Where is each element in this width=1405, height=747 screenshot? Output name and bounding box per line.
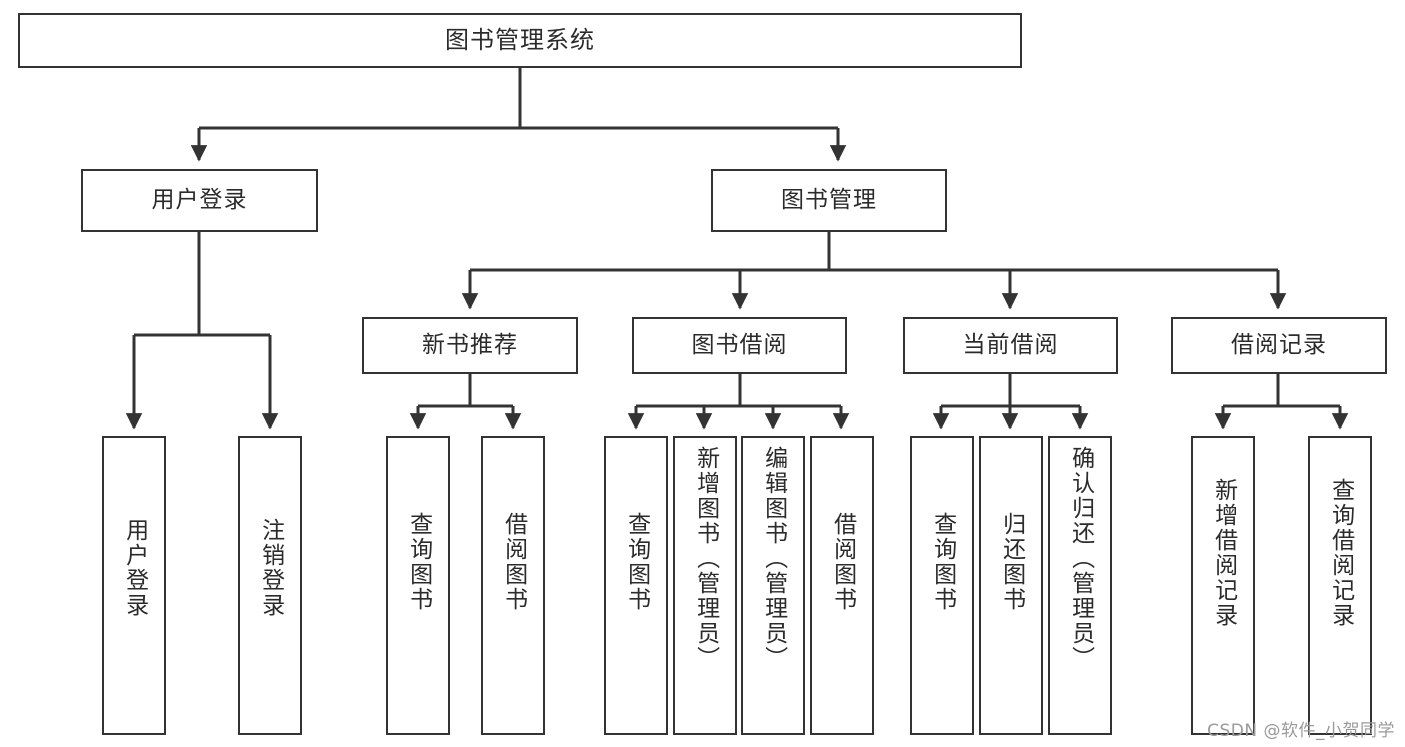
node-label: 图书管理 [781,186,877,213]
leaf-label: 新增借阅记录 [1210,478,1237,628]
leaf-logout[interactable]: 注销登录 [238,436,302,735]
leaf-label: 归还图书 [998,512,1025,612]
node-label: 新书推荐 [422,331,518,358]
node-book-management[interactable]: 图书管理 [711,169,947,232]
leaf-label: 确认归还（管理员） [1067,446,1094,671]
leaf-add-book-admin[interactable]: 新增图书（管理员） [673,436,737,735]
leaf-edit-book-admin[interactable]: 编辑图书（管理员） [741,436,805,735]
leaf-borrow-book[interactable]: 借阅图书 [810,436,874,735]
node-borrow-record[interactable]: 借阅记录 [1171,317,1387,374]
node-current-borrow[interactable]: 当前借阅 [903,317,1118,374]
leaf-query-borrow-record[interactable]: 查询借阅记录 [1308,436,1372,735]
node-book-borrow[interactable]: 图书借阅 [632,317,847,374]
node-new-book-recommend[interactable]: 新书推荐 [362,317,578,374]
leaf-label: 用户登录 [121,518,148,618]
leaf-label: 借阅图书 [500,512,527,612]
node-root-system[interactable]: 图书管理系统 [18,13,1022,68]
leaf-return-book[interactable]: 归还图书 [979,436,1043,735]
leaf-label: 查询借阅记录 [1327,478,1354,628]
node-label: 当前借阅 [962,331,1059,358]
leaf-label: 查询图书 [929,512,956,612]
watermark-text: CSDN @软件_小贺同学 [1207,721,1395,741]
leaf-confirm-return-admin[interactable]: 确认归还（管理员） [1048,436,1112,735]
leaf-label: 注销登录 [257,518,284,618]
node-label: 用户登录 [151,186,248,213]
node-label: 借阅记录 [1231,331,1327,358]
node-user-login[interactable]: 用户登录 [81,169,318,232]
leaf-query-book-borrow[interactable]: 查询图书 [604,436,668,735]
leaf-label: 借阅图书 [829,512,856,612]
leaf-user-login[interactable]: 用户登录 [102,436,166,735]
leaf-query-book-current[interactable]: 查询图书 [910,436,974,735]
leaf-borrow-book-recommend[interactable]: 借阅图书 [481,436,545,735]
leaf-label: 查询图书 [405,512,432,612]
leaf-label: 编辑图书（管理员） [760,446,787,671]
leaf-label: 新增图书（管理员） [692,446,719,671]
node-label: 图书借阅 [691,331,788,358]
leaf-query-book-recommend[interactable]: 查询图书 [386,436,450,735]
leaf-label: 查询图书 [623,512,650,612]
leaf-add-borrow-record[interactable]: 新增借阅记录 [1191,436,1255,735]
node-label: 图书管理系统 [445,26,595,55]
